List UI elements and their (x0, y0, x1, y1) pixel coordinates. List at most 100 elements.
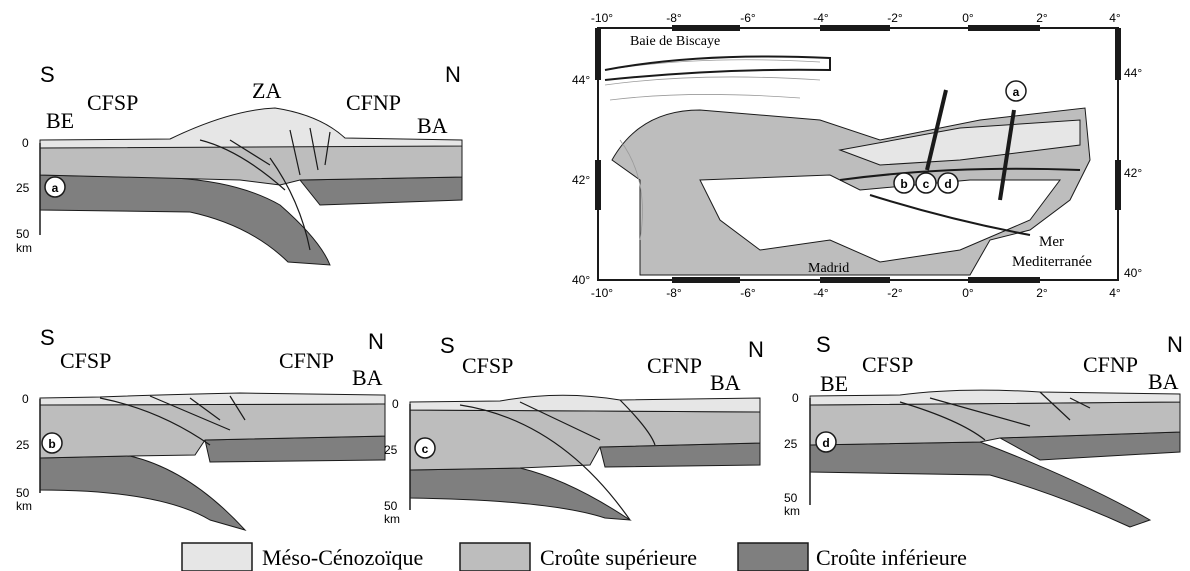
depth-unit-c: km (384, 512, 400, 526)
depth-unit-b: km (16, 499, 32, 513)
place-mer: Mer (1039, 234, 1064, 250)
label-be-a: BE (46, 108, 74, 133)
label-ba-b: BA (352, 365, 383, 390)
label-cfnp-a: CFNP (346, 90, 401, 115)
south-label-c: S (440, 333, 455, 358)
section-badge-b (41, 432, 63, 454)
depth-tick-50-b: 50 (16, 486, 30, 500)
lower-crust-c (409, 467, 632, 521)
label-ba-d: BA (1148, 369, 1179, 394)
label-be-d: BE (820, 371, 848, 396)
lon-top-0: -10° (591, 11, 613, 25)
depth-tick-0-c: 0 (392, 397, 399, 411)
south-label-d: S (816, 332, 831, 357)
fault-lines-d (899, 391, 1091, 441)
label-cfnp-d: CFNP (1083, 352, 1138, 377)
lon-bot-0: -10° (591, 286, 613, 300)
legend-label-upper: Croûte supérieure (540, 545, 697, 570)
section-letter-d: d (822, 436, 829, 450)
map-marker-b (893, 172, 915, 194)
lat-right-42: 42° (1124, 166, 1142, 180)
lon-bot-6: 2° (1036, 286, 1048, 300)
lower-crust-a (39, 174, 331, 266)
map-marker-a (1005, 80, 1027, 102)
north-label-d: N (1167, 332, 1183, 357)
lon-bot-3: -4° (813, 286, 829, 300)
depth-tick-0-d: 0 (792, 391, 799, 405)
legend-swatch-upper (459, 542, 531, 571)
north-label-c: N (748, 337, 764, 362)
lat-ticks: 40° 42° 44° 40° 42° 44° (572, 66, 1142, 287)
depth-tick-25-c: 25 (384, 443, 398, 457)
depth-tick-0-b: 0 (22, 392, 29, 406)
section-letter-a: a (52, 181, 59, 195)
iberia-white-inner (699, 174, 1061, 263)
upper-crust-a (39, 143, 463, 186)
lon-bot-2: -6° (740, 286, 756, 300)
south-label-a: S (40, 62, 55, 87)
label-cfsp-b: CFSP (60, 348, 111, 373)
meso-cover-a (39, 107, 463, 149)
depth-unit-a: km (16, 241, 32, 255)
meso-cover-b (39, 392, 386, 406)
bathymetry-lines (604, 59, 821, 241)
section-line-bcd (925, 89, 948, 171)
depth-tick-0-a: 0 (22, 136, 29, 150)
lon-ticks-bottom: -10° -8° -6° -4° -2° 0° 2° 4° (591, 286, 1121, 300)
label-cfsp-c: CFSP (462, 353, 513, 378)
label-cfnp-b: CFNP (279, 348, 334, 373)
lon-top-4: -2° (887, 11, 903, 25)
section-badge-a (44, 176, 66, 198)
depth-tick-50-c: 50 (384, 499, 398, 513)
label-ba-c: BA (710, 370, 741, 395)
lon-bot-4: -2° (887, 286, 903, 300)
section-badge-d (815, 431, 837, 453)
label-ba-a: BA (417, 113, 448, 138)
cross-section-b: S N CFSP CFNP BA 0 25 50 km b (16, 325, 386, 531)
legend-swatch-meso (181, 542, 253, 571)
north-label-a: N (445, 62, 461, 87)
map-marker-c-letter: c (923, 177, 930, 191)
section-letter-c: c (422, 442, 429, 456)
fault-lines-a (199, 127, 331, 251)
lower-crust-d (809, 441, 1152, 528)
lon-top-5: 0° (962, 11, 974, 25)
lon-top-3: -4° (813, 11, 829, 25)
pyrenees-light-band (838, 119, 1081, 166)
lat-left-40: 40° (572, 273, 590, 287)
cross-section-a: S N BE CFSP ZA CFNP BA 0 25 50 km a (16, 62, 463, 266)
depth-tick-50-a: 50 (16, 227, 30, 241)
lon-top-1: -8° (666, 11, 682, 25)
lat-right-40: 40° (1124, 266, 1142, 280)
section-letter-b: b (48, 437, 55, 451)
cross-section-d: S N CFSP BE CFNP BA 0 25 50 km d (784, 332, 1183, 528)
lon-top-7: 4° (1109, 11, 1121, 25)
place-biscaye: Baie de Biscaye (630, 34, 720, 49)
map-marker-c (915, 172, 937, 194)
depth-tick-25-d: 25 (784, 437, 798, 451)
location-map: a b c d Baie de Biscaye Madrid Mer Medit… (572, 11, 1142, 300)
map-marker-d-letter: d (944, 177, 951, 191)
label-za-a: ZA (252, 78, 281, 103)
thrust-front-north (604, 55, 831, 81)
lon-bot-5: 0° (962, 286, 974, 300)
lat-left-44: 44° (572, 73, 590, 87)
label-cfsp-d: CFSP (862, 352, 913, 377)
meso-cover-c (409, 394, 761, 413)
legend: Méso-Cénozoïque Croûte supérieure Croûte… (181, 542, 967, 571)
place-mediterranee: Mediterranée (1012, 254, 1092, 270)
lat-right-44: 44° (1124, 66, 1142, 80)
map-marker-d (937, 172, 959, 194)
upper-crust-b (39, 403, 386, 459)
south-label-b: S (40, 325, 55, 350)
fault-lines-b (99, 395, 246, 446)
section-badge-c (414, 437, 436, 459)
cross-section-c: S N CFSP CFNP BA 0 25 50 km c (384, 333, 764, 526)
depth-tick-25-b: 25 (16, 438, 30, 452)
lon-bot-1: -8° (666, 286, 682, 300)
lon-top-2: -6° (740, 11, 756, 25)
map-marker-a-letter: a (1013, 85, 1020, 99)
depth-unit-d: km (784, 504, 800, 518)
label-cfnp-c: CFNP (647, 353, 702, 378)
